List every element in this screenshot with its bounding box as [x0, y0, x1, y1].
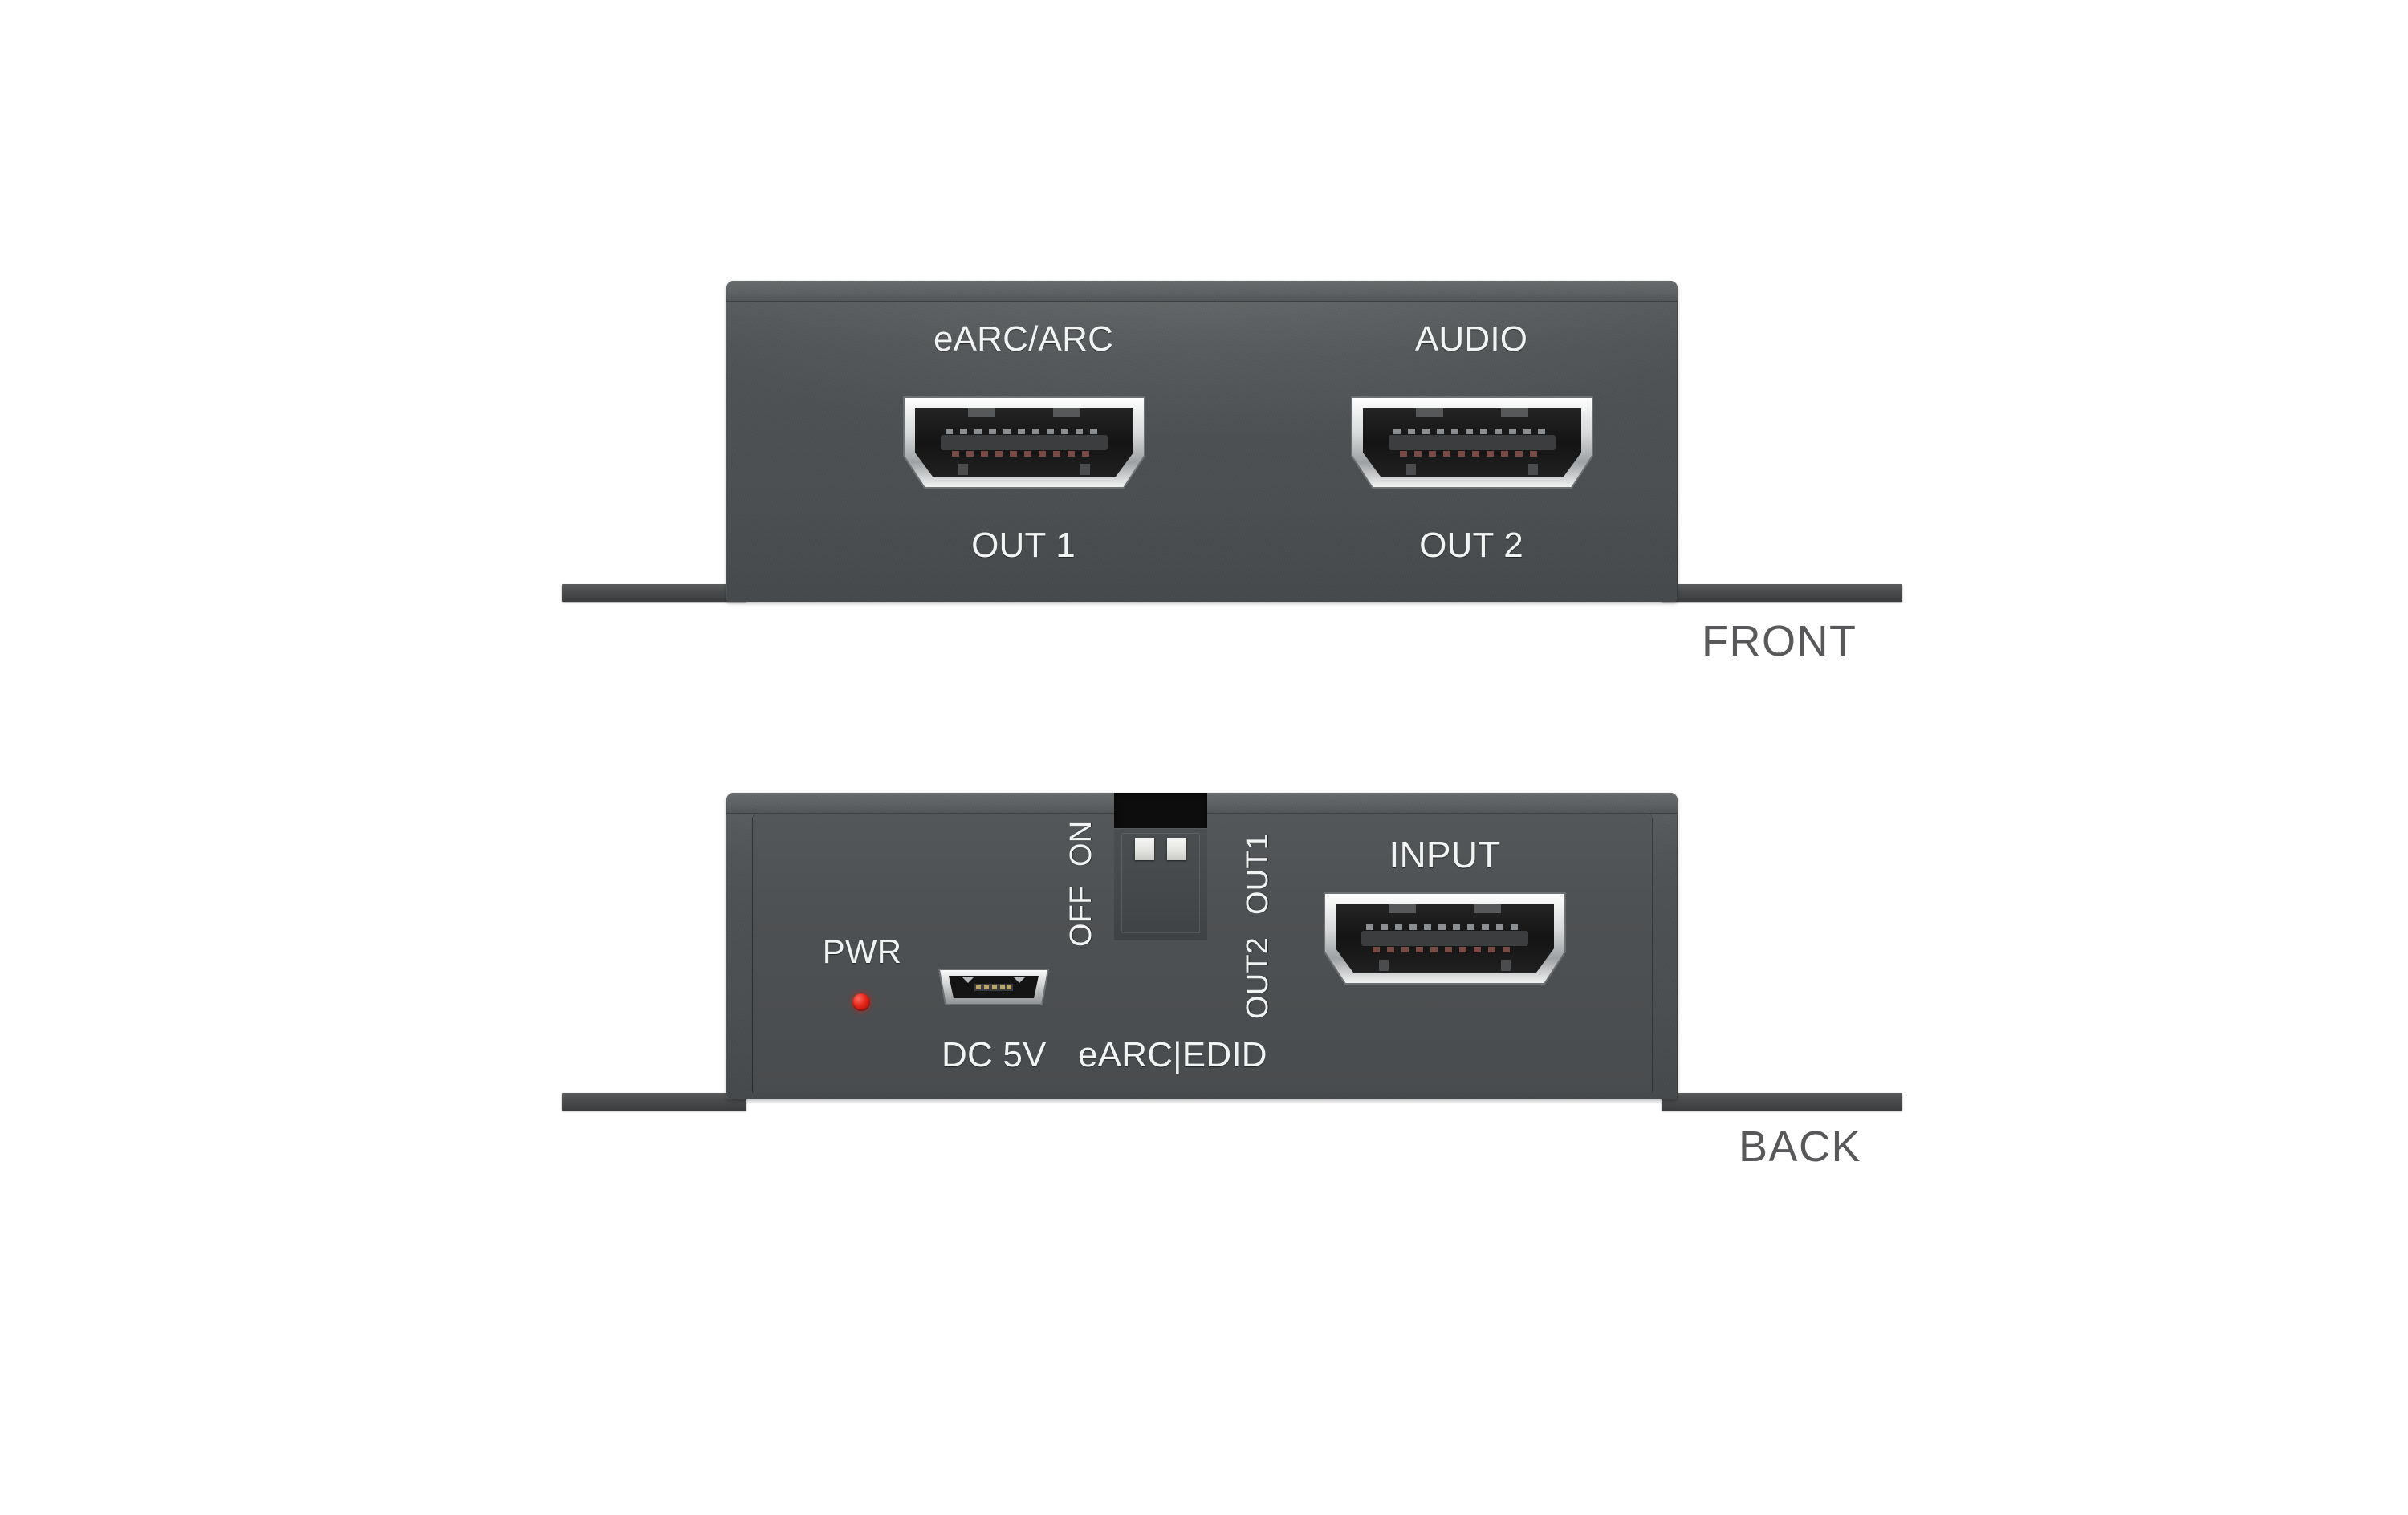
- hdmi-port-out-1[interactable]: [899, 393, 1149, 498]
- mounting-bracket-right-back: [1662, 1093, 1902, 1111]
- hdmi-port-out-2[interactable]: [1347, 393, 1597, 498]
- mounting-bracket-left-back: [562, 1093, 746, 1111]
- hdmi-port-input[interactable]: [1320, 889, 1570, 993]
- front-port2-top-label: AUDIO: [1414, 319, 1528, 359]
- power-jack-label: DC 5V: [942, 1035, 1047, 1074]
- power-jack-micro-usb[interactable]: [929, 960, 1058, 1017]
- front-port2-bottom-label: OUT 2: [1419, 526, 1523, 565]
- front-top-bevel: [726, 281, 1678, 302]
- front-panel-view: eARC/ARC AUDIO: [0, 0, 2408, 722]
- front-port1-bottom-label: OUT 1: [971, 526, 1076, 565]
- dip-switch[interactable]: [1114, 793, 1207, 940]
- front-view-caption: FRONT: [1702, 617, 1857, 665]
- dip-switch-out2-label: OUT2: [1241, 936, 1275, 1019]
- input-port-label: INPUT: [1389, 834, 1501, 875]
- power-led-indicator: [852, 993, 870, 1011]
- mounting-bracket-left: [562, 584, 746, 602]
- mounting-bracket-right: [1662, 584, 1902, 602]
- dip-switch-2-slider[interactable]: [1167, 838, 1186, 860]
- power-led-label: PWR: [822, 932, 902, 970]
- front-port1-top-label: eARC/ARC: [933, 319, 1114, 359]
- dip-switch-function-label: eARC|EDID: [1078, 1035, 1267, 1074]
- dip-switch-body: [1114, 828, 1207, 940]
- dip-switch-1-slider[interactable]: [1135, 838, 1154, 860]
- back-view-caption: BACK: [1739, 1123, 1862, 1171]
- dip-switch-on-label: ON: [1064, 820, 1098, 867]
- dip-switch-out1-label: OUT1: [1241, 832, 1275, 915]
- dip-switch-off-label: OFF: [1064, 885, 1098, 947]
